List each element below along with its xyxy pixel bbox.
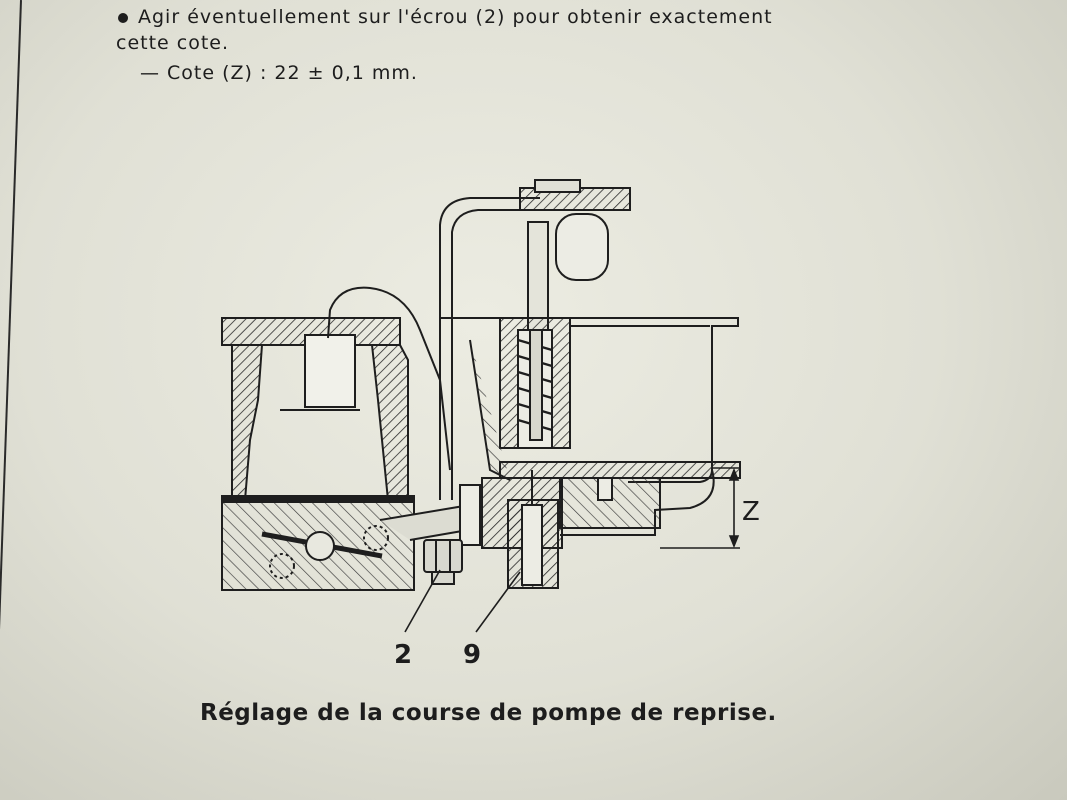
left-body <box>221 317 472 591</box>
pump-valve-body <box>459 470 563 589</box>
pump-rod-assembly <box>499 179 631 449</box>
bullet-icon <box>118 12 128 23</box>
instruction-line: Agir éventuellement sur l'écrou (2) pour… <box>118 4 773 30</box>
figure-caption: Réglage de la course de pompe de reprise… <box>200 700 777 726</box>
fuel-tube <box>327 197 540 500</box>
leader-lines <box>404 569 521 633</box>
instruction-continuation: cette cote. <box>116 32 230 54</box>
instruction-text: Agir éventuellement sur l'écrou (2) pour… <box>138 6 773 28</box>
dimension-z <box>660 467 740 549</box>
float-bowl <box>440 317 741 536</box>
dimension-label-z: Z <box>742 497 760 527</box>
nut-2 <box>423 539 463 585</box>
callout-label-9: 9 <box>463 640 482 670</box>
spec-line: — Cote (Z) : 22 ± 0,1 mm. <box>140 62 418 84</box>
callout-label-2: 2 <box>394 640 413 670</box>
